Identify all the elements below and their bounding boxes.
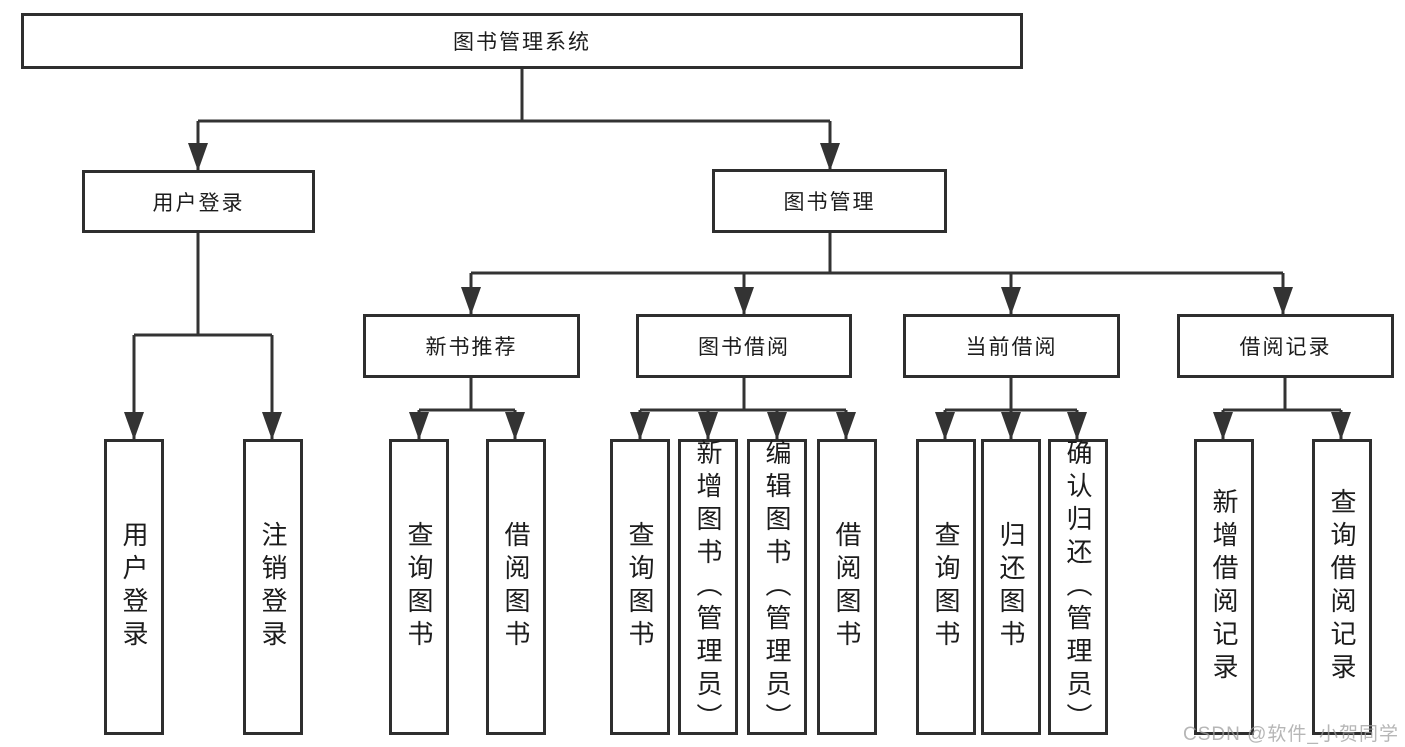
leaf-label: 注销登录 [258, 521, 288, 653]
leaf-label: 确认归还（管理员） [1063, 438, 1093, 736]
leaf-query-books: 查询图书 [610, 439, 670, 735]
leaf-add-borrow-record: 新增借阅记录 [1194, 439, 1254, 735]
node-borrowing-records: 借阅记录 [1177, 314, 1394, 378]
leaf-label: 归还图书 [996, 521, 1026, 653]
leaf-logout: 注销登录 [243, 439, 303, 735]
leaf-label: 查询图书 [931, 521, 961, 653]
node-book-management: 图书管理 [712, 169, 947, 233]
node-label: 图书管理 [783, 191, 876, 214]
leaf-confirm-return-admin: 确认归还（管理员） [1048, 438, 1108, 736]
node-label: 借阅记录 [1239, 336, 1332, 359]
leaf-label: 编辑图书（管理员） [762, 438, 792, 736]
node-book-borrowing: 图书借阅 [636, 314, 852, 378]
leaf-label: 用户登录 [119, 521, 149, 653]
leaf-label: 查询图书 [404, 521, 434, 653]
node-label: 图书借阅 [698, 336, 790, 359]
node-new-book-recommend: 新书推荐 [363, 314, 580, 378]
leaf-borrow-books: 借阅图书 [486, 439, 546, 735]
node-label: 图书管理系统 [453, 31, 591, 54]
node-user-login: 用户登录 [82, 170, 315, 233]
leaf-label: 借阅图书 [501, 521, 531, 653]
leaf-query-borrow-record: 查询借阅记录 [1312, 439, 1372, 735]
node-current-borrowing: 当前借阅 [903, 314, 1120, 378]
leaf-label: 新增图书（管理员） [693, 438, 723, 736]
leaf-query-books: 查询图书 [389, 439, 449, 735]
leaf-label: 查询借阅记录 [1327, 488, 1357, 686]
node-label: 当前借阅 [965, 336, 1058, 359]
leaf-return-books: 归还图书 [981, 439, 1041, 735]
leaf-label: 新增借阅记录 [1209, 488, 1239, 686]
leaf-user-login: 用户登录 [104, 439, 164, 735]
leaf-label: 借阅图书 [832, 521, 862, 653]
leaf-borrow-books: 借阅图书 [817, 439, 877, 735]
leaf-query-books: 查询图书 [916, 439, 976, 735]
csdn-watermark: CSDN @软件_小贺同学 [1183, 724, 1399, 745]
node-library-management-system: 图书管理系统 [21, 13, 1023, 69]
node-label: 用户登录 [152, 191, 245, 215]
leaf-label: 查询图书 [625, 521, 655, 653]
node-label: 新书推荐 [425, 336, 518, 359]
leaf-add-book-admin: 新增图书（管理员） [678, 438, 738, 736]
leaf-edit-book-admin: 编辑图书（管理员） [747, 438, 807, 736]
